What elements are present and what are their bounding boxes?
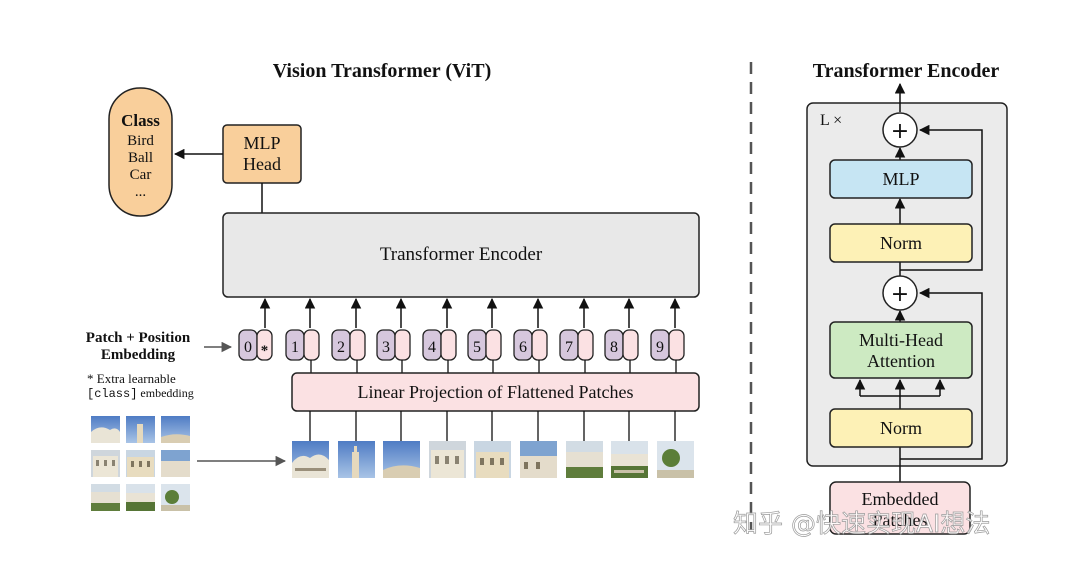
patch-image bbox=[383, 441, 420, 478]
mlp-head-line1: MLP bbox=[243, 133, 280, 153]
embedded-patches-line2: Patches bbox=[873, 510, 928, 530]
token-row: 0 * 1 2 3 4 5 bbox=[238, 329, 685, 361]
footnote-line2: [class] embedding bbox=[87, 386, 194, 401]
class-output-box: Class Bird Ball Car ... bbox=[108, 87, 173, 217]
norm-label-bottom: Norm bbox=[880, 418, 922, 438]
projection-to-token-lines bbox=[310, 360, 677, 373]
add-symbol: + bbox=[891, 282, 909, 307]
token-2: 2 bbox=[331, 329, 366, 361]
patch-image bbox=[429, 441, 466, 478]
grid-patch bbox=[126, 484, 155, 511]
footnote-line1: * Extra learnable bbox=[87, 371, 176, 386]
transformer-encoder-label: Transformer Encoder bbox=[380, 244, 543, 265]
transformer-encoder-box: Transformer Encoder bbox=[222, 212, 700, 298]
token-index: 6 bbox=[519, 339, 527, 356]
token-index: 8 bbox=[610, 339, 618, 356]
patch-image bbox=[657, 441, 694, 478]
class-item: Car bbox=[130, 167, 152, 183]
linear-projection-label: Linear Projection of Flattened Patches bbox=[358, 382, 634, 402]
token-index: 9 bbox=[656, 339, 664, 356]
token-6: 6 bbox=[513, 329, 548, 361]
add-symbol: + bbox=[891, 119, 909, 144]
residual-connection-2 bbox=[900, 124, 983, 271]
embedded-patches-line1: Embedded bbox=[862, 489, 939, 509]
token-8: 8 bbox=[604, 329, 639, 361]
grid-patch bbox=[91, 484, 120, 511]
patch-image bbox=[566, 441, 603, 478]
image-patch-grid bbox=[91, 416, 190, 511]
watermark: 知乎 @快速实现AI想法 bbox=[733, 509, 990, 538]
token-index: 1 bbox=[291, 339, 299, 356]
class-item: Ball bbox=[128, 150, 153, 166]
mha-label-line1: Multi-Head bbox=[859, 330, 943, 350]
repeat-label: L × bbox=[820, 112, 842, 129]
grid-patch bbox=[161, 484, 190, 511]
grid-patch bbox=[161, 450, 190, 477]
token-index: 4 bbox=[428, 339, 436, 356]
grid-patch bbox=[126, 450, 155, 477]
mlp-head-line2: Head bbox=[243, 154, 281, 174]
grid-patch bbox=[126, 416, 155, 443]
linear-projection-box: Linear Projection of Flattened Patches bbox=[291, 372, 700, 412]
patch-image bbox=[520, 441, 557, 478]
mlp-box: MLP bbox=[829, 159, 973, 199]
multi-head-attention-box: Multi-Head Attention bbox=[829, 321, 973, 379]
token-index: 2 bbox=[337, 339, 345, 356]
patch-image bbox=[338, 441, 375, 478]
token-9: 9 bbox=[650, 329, 685, 361]
mha-label-line2: Attention bbox=[867, 351, 935, 371]
norm-box-top: Norm bbox=[829, 223, 973, 263]
token-arrows bbox=[259, 297, 681, 328]
footnote-rest: embedding bbox=[137, 386, 193, 400]
norm-box-bottom: Norm bbox=[829, 408, 973, 448]
class-item: ... bbox=[135, 184, 146, 200]
class-item: Bird bbox=[127, 133, 154, 149]
embedding-label-line1: Patch + Position bbox=[86, 330, 191, 346]
class-heading: Class bbox=[121, 111, 160, 130]
token-1: 1 bbox=[285, 329, 320, 361]
grid-patch bbox=[91, 416, 120, 443]
mlp-label: MLP bbox=[882, 169, 919, 189]
residual-connection-1 bbox=[900, 287, 983, 460]
token-index: 7 bbox=[565, 339, 573, 356]
patch-image bbox=[474, 441, 511, 478]
token-4: 4 bbox=[422, 329, 457, 361]
encoder-detail-title: Transformer Encoder bbox=[813, 60, 1000, 82]
token-0: 0 * bbox=[238, 329, 273, 361]
embedded-patches-box: Embedded Patches bbox=[829, 481, 971, 535]
token-index: 5 bbox=[473, 339, 481, 356]
footnote-code: [class] bbox=[87, 387, 137, 401]
add-node-bottom: + bbox=[882, 275, 918, 311]
flattened-patch-row bbox=[292, 441, 694, 478]
token-index: 0 bbox=[244, 339, 252, 356]
add-node-top: + bbox=[882, 112, 918, 148]
token-index: 3 bbox=[382, 339, 390, 356]
patch-to-projection-lines bbox=[309, 411, 676, 441]
class-token-mark: * bbox=[261, 343, 269, 359]
grid-patch bbox=[161, 416, 190, 443]
token-5: 5 bbox=[467, 329, 502, 361]
token-3: 3 bbox=[376, 329, 411, 361]
embedding-label-line2: Embedding bbox=[101, 347, 176, 363]
mlp-head-box: MLP Head bbox=[222, 124, 302, 184]
norm-label-top: Norm bbox=[880, 233, 922, 253]
vit-title: Vision Transformer (ViT) bbox=[273, 60, 492, 82]
grid-patch bbox=[91, 450, 120, 477]
patch-image bbox=[611, 441, 648, 478]
token-7: 7 bbox=[559, 329, 594, 361]
patch-image bbox=[292, 441, 329, 478]
